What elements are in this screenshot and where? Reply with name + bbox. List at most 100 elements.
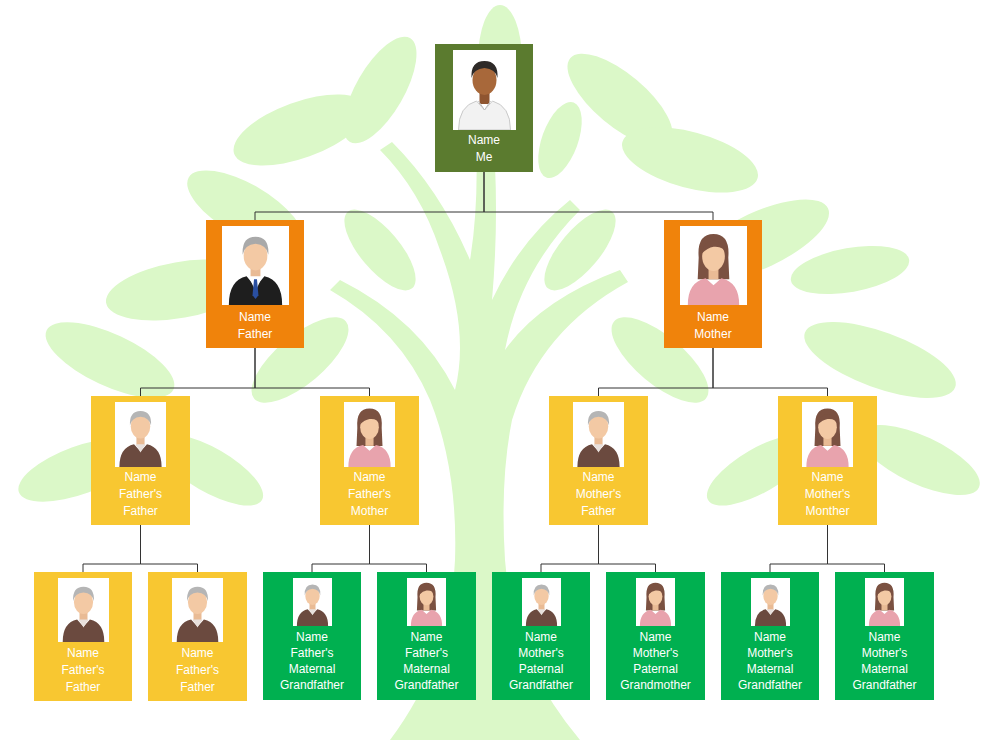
name-field: Name <box>160 645 236 662</box>
relation-label: Mother <box>675 326 751 343</box>
lineage-connector <box>770 525 828 572</box>
lineage-connector <box>713 348 828 396</box>
name-field: Name <box>732 629 808 645</box>
lineage-connector <box>370 525 427 572</box>
portrait-figure <box>119 411 161 467</box>
person-box: NameFather's Father <box>148 572 247 701</box>
text-group: NameFather's Father <box>160 645 236 696</box>
relation-label: Father's Mother <box>332 486 408 520</box>
text-group: NameFather <box>217 309 293 343</box>
name-field: Name <box>446 132 522 149</box>
lineage-connector <box>141 525 198 572</box>
name-field: Name <box>675 309 751 326</box>
person-box: NameMother's Maternal Grandfather <box>835 572 934 700</box>
name-field: Name <box>503 629 579 645</box>
text-group: NameFather's Mother <box>332 469 408 520</box>
person-box: NameFather's Maternal Grandfather <box>263 572 361 700</box>
portrait-icon <box>344 402 395 467</box>
text-group: NameMother <box>675 309 751 343</box>
name-field: Name <box>389 629 465 645</box>
text-group: NameMother's Maternal Grandfather <box>732 629 808 693</box>
lineage-connector <box>312 525 370 572</box>
portrait-figure <box>348 409 390 468</box>
lineage-connector <box>599 525 656 572</box>
text-group: NameMe <box>446 132 522 166</box>
person-box: NameMe <box>435 44 533 172</box>
portrait-icon <box>58 578 109 642</box>
portrait-icon <box>115 402 166 467</box>
relation-label: Father's Maternal Grandfather <box>274 645 350 693</box>
relation-label: Mother's Maternal Grandfather <box>732 645 808 693</box>
portrait-figure <box>687 234 738 305</box>
name-field: Name <box>274 629 350 645</box>
lineage-connector <box>599 348 714 396</box>
relation-label: Mother's Paternal Grandfather <box>503 645 579 693</box>
relation-label: Father's Father <box>45 662 121 696</box>
portrait-icon <box>680 226 747 305</box>
text-group: NameFather's Father <box>45 645 121 696</box>
relation-label: Father's Father <box>103 486 179 520</box>
person-box: NameFather's Maternal Grandfather <box>377 572 476 700</box>
portrait-figure <box>577 411 619 467</box>
relation-label: Father <box>217 326 293 343</box>
relation-label: Mother's Paternal Grandmother <box>618 645 694 693</box>
name-field: Name <box>618 629 694 645</box>
portrait-icon <box>293 578 332 626</box>
relation-label: Mother's Father <box>561 486 637 520</box>
name-field: Name <box>45 645 121 662</box>
text-group: NameFather's Maternal Grandfather <box>274 629 350 693</box>
lineage-connector <box>141 348 256 396</box>
lineage-connector <box>255 348 370 396</box>
portrait-figure <box>177 587 219 642</box>
portrait-icon <box>407 578 446 626</box>
portrait-figure <box>640 583 671 626</box>
relation-label: Mother's Monther <box>790 486 866 520</box>
name-field: Name <box>332 469 408 486</box>
lineage-connector <box>83 525 141 572</box>
portrait-figure <box>296 585 327 626</box>
lineage-connector <box>255 172 484 220</box>
portrait-icon <box>573 402 624 467</box>
portrait-figure <box>525 585 556 626</box>
portrait-figure <box>411 583 442 626</box>
relation-label: Father's Father <box>160 662 236 696</box>
person-box: NameFather's Mother <box>320 396 419 525</box>
portrait-icon <box>522 578 561 626</box>
lineage-connector <box>828 525 885 572</box>
text-group: NameFather's Father <box>103 469 179 520</box>
person-box: NameFather's Father <box>34 572 132 701</box>
person-box: NameMother's Father <box>549 396 648 525</box>
portrait-figure <box>754 585 785 626</box>
portrait-icon <box>802 402 853 467</box>
portrait-figure <box>869 583 900 626</box>
portrait-icon <box>865 578 904 626</box>
relation-label: Me <box>446 149 522 166</box>
portrait-icon <box>172 578 223 642</box>
portrait-icon <box>751 578 790 626</box>
person-box: NameMother's Paternal Grandmother <box>606 572 705 700</box>
portrait-figure <box>62 587 104 642</box>
portrait-icon <box>453 50 516 130</box>
lineage-connector <box>484 172 713 220</box>
lineage-connector <box>541 525 599 572</box>
text-group: NameMother's Monther <box>790 469 866 520</box>
text-group: NameMother's Maternal Grandfather <box>847 629 923 693</box>
person-box: NameMother's Maternal Grandfather <box>721 572 819 700</box>
text-group: NameMother's Paternal Grandfather <box>503 629 579 693</box>
relation-label: Father's Maternal Grandfather <box>389 645 465 693</box>
person-box: NameMother's Monther <box>778 396 877 525</box>
name-field: Name <box>847 629 923 645</box>
name-field: Name <box>561 469 637 486</box>
person-box: NameFather's Father <box>91 396 190 525</box>
text-group: NameMother's Paternal Grandmother <box>618 629 694 693</box>
person-box: NameFather <box>206 220 304 348</box>
portrait-figure <box>228 237 281 305</box>
person-box: NameMother <box>664 220 762 348</box>
name-field: Name <box>217 309 293 326</box>
text-group: NameFather's Maternal Grandfather <box>389 629 465 693</box>
name-field: Name <box>103 469 179 486</box>
person-box: NameMother's Paternal Grandfather <box>492 572 590 700</box>
text-group: NameMother's Father <box>561 469 637 520</box>
portrait-figure <box>806 409 848 468</box>
